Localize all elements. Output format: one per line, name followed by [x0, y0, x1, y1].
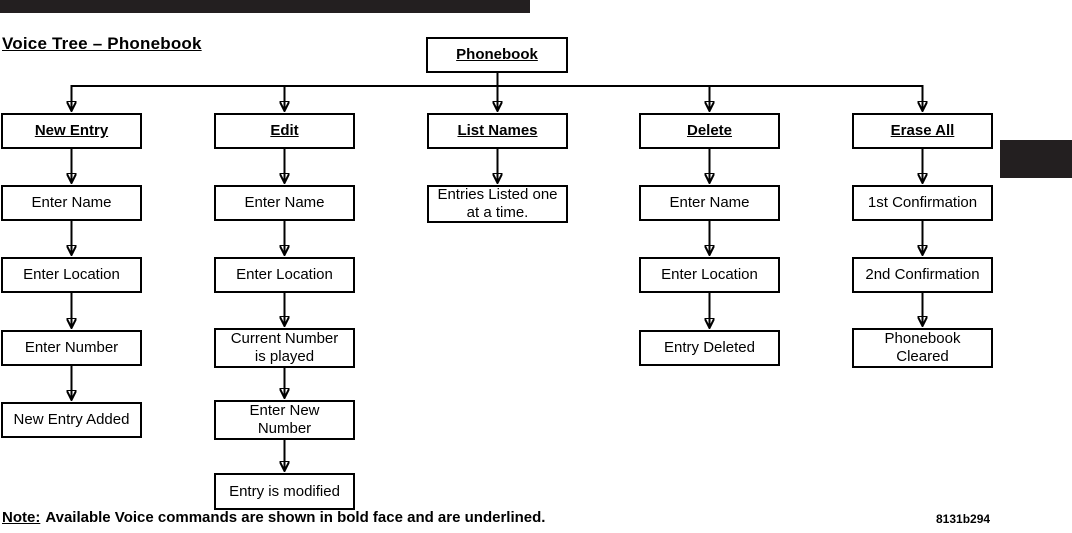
node-erase-all: Erase All	[852, 113, 993, 149]
footnote-label: Note:	[2, 509, 41, 526]
node-delete-entry-deleted: Entry Deleted	[639, 330, 780, 366]
node-erase-all-2nd-confirmation: 2nd Confirmation	[852, 257, 993, 293]
node-edit-enter-name: Enter Name	[214, 185, 355, 221]
footnote-text: Available Voice commands are shown in bo…	[45, 509, 546, 526]
node-new-entry: New Entry	[1, 113, 142, 149]
node-new-entry-added: New Entry Added	[1, 402, 142, 438]
node-delete-enter-location: Enter Location	[639, 257, 780, 293]
node-delete-enter-name: Enter Name	[639, 185, 780, 221]
node-new-entry-enter-location: Enter Location	[1, 257, 142, 293]
node-new-entry-enter-number: Enter Number	[1, 330, 142, 366]
top-black-bar	[0, 0, 530, 13]
figure-code: 8131b294	[936, 512, 991, 526]
node-list-names-entries-listed: Entries Listed one at a time.	[427, 185, 568, 223]
page-title: Voice Tree – Phonebook	[2, 34, 202, 53]
node-edit-entry-modified: Entry is modified	[214, 473, 355, 510]
root-connector	[71, 72, 924, 110]
node-edit-enter-new-number: Enter New Number	[214, 400, 355, 440]
node-list-names: List Names	[427, 113, 568, 149]
node-delete: Delete	[639, 113, 780, 149]
node-edit-current-number-played: Current Number is played	[214, 328, 355, 368]
node-edit: Edit	[214, 113, 355, 149]
node-phonebook-root: Phonebook	[426, 37, 568, 73]
node-new-entry-enter-name: Enter Name	[1, 185, 142, 221]
node-edit-enter-location: Enter Location	[214, 257, 355, 293]
footnote: Note:Available Voice commands are shown …	[2, 509, 545, 526]
node-erase-all-1st-confirmation: 1st Confirmation	[852, 185, 993, 221]
right-edge-black-tab	[1000, 140, 1072, 178]
node-erase-all-phonebook-cleared: Phonebook Cleared	[852, 328, 993, 368]
